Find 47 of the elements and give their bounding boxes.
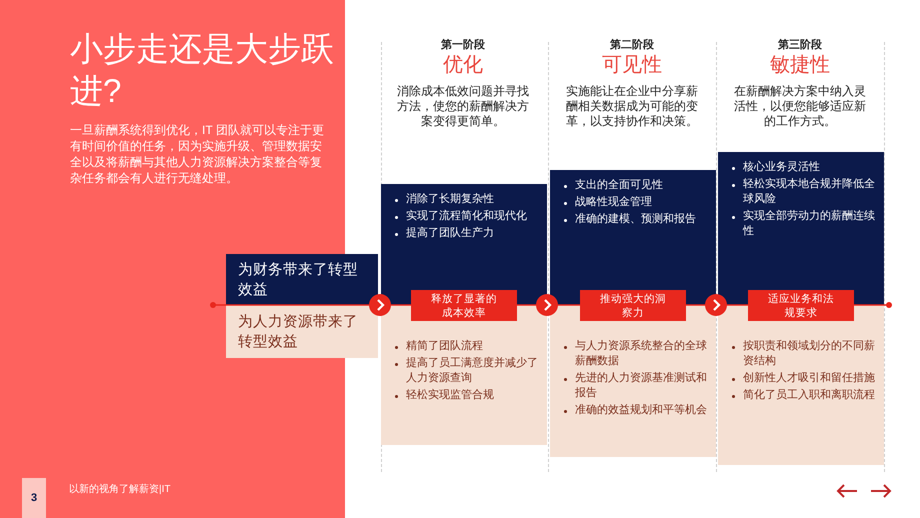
bullet-text: 先进的人力资源基准测试和报告 <box>575 371 708 401</box>
row-label-box <box>226 305 378 358</box>
bullet-text: 消除了长期复杂性 <box>406 192 494 207</box>
row-label-text: 为人力资源带来了转型效益 <box>238 312 359 352</box>
bullet-text: 按职责和领域划分的不同薪资结构 <box>743 339 876 369</box>
stage-tag <box>580 290 686 321</box>
bullet-text: 与人力资源系统整合的全球薪酬数据 <box>575 339 708 369</box>
bullet-text: 简化了员工入职和离职流程 <box>743 388 875 403</box>
stage-description: 在薪酬解决方案中纳入灵活性，以便您能够适应新的工作方式。 <box>733 84 867 129</box>
bullet-text: 创新性人才吸引和留任措施 <box>743 371 875 386</box>
intro-paragraph: 一旦薪酬系统得到优化，IT 团队就可以专注于更有时间价值的任务，因为实施升级、管理数据安全以及将薪酬与其他人力资源解决方案整合等复杂任务都会有人进行无缝处理。 <box>70 122 325 186</box>
stage-title: 优化 <box>443 53 483 78</box>
bullet-text: 支出的全面可见性 <box>575 178 663 193</box>
tag-text: 适应业务和法规要求 <box>767 292 835 320</box>
bullet-text: 轻松实现监管合规 <box>406 388 494 403</box>
stage-number: 第一阶段 <box>441 38 485 52</box>
stage-tag <box>748 290 854 321</box>
stage-tag <box>411 290 517 321</box>
benefit-card <box>718 152 884 305</box>
bullet-text: 准确的建模、预测和报告 <box>575 212 696 227</box>
bullet-text: 实现全部劳动力的薪酬连续性 <box>743 209 876 239</box>
benefit-card <box>550 170 716 305</box>
bullet-text: 准确的效益规划和平等机会 <box>575 403 707 418</box>
stage-description: 消除成本低效问题并寻找方法，使您的薪酬解决方案变得更简单。 <box>396 84 530 129</box>
stage-number: 第二阶段 <box>610 38 654 52</box>
row-label-text: 为财务带来了转型效益 <box>238 260 359 300</box>
stage-title: 可见性 <box>602 53 662 78</box>
footer-text: 以新的视角了解薪资|IT <box>69 482 170 497</box>
bullet-text: 提高了员工满意度并减少了人力资源查询 <box>406 356 539 386</box>
hr-benefit-card <box>718 305 884 465</box>
bullet-text: 战略性现金管理 <box>575 195 652 210</box>
page-number: 3 <box>30 490 38 506</box>
bullet-text: 提高了团队生产力 <box>406 226 494 241</box>
stage-description: 实施能让在企业中分享薪酬相关数据成为可能的变革，以支持协作和决策。 <box>565 84 699 129</box>
bullet-text: 核心业务灵活性 <box>743 160 820 175</box>
tag-text: 推动强大的洞察力 <box>599 292 667 320</box>
stage-number: 第三阶段 <box>778 38 822 52</box>
tag-text: 释放了显著的成本效率 <box>430 292 498 320</box>
hr-benefit-card <box>381 305 547 445</box>
bullet-text: 轻松实现本地合规并降低全球风险 <box>743 177 876 207</box>
row-label-box <box>226 254 378 305</box>
bullet-text: 精简了团队流程 <box>406 339 483 354</box>
hr-benefit-card <box>550 305 716 457</box>
page-title: 小步走还是大步跃进? <box>70 29 335 111</box>
bullet-text: 实现了流程简化和现代化 <box>406 209 527 224</box>
benefit-card <box>381 184 547 305</box>
stage-title: 敏捷性 <box>770 53 830 78</box>
